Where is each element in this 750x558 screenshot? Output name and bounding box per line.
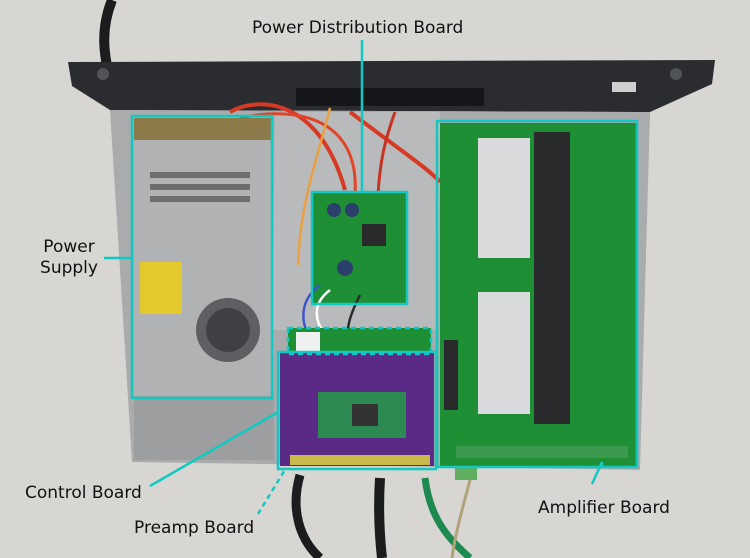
psu-warning-sticker — [140, 262, 182, 314]
processor-chip — [352, 404, 378, 426]
amplifier-outline — [435, 119, 639, 469]
control-leader — [149, 410, 279, 488]
rail-screw — [97, 68, 109, 80]
psu-vent — [150, 172, 250, 178]
chassis-rear-rail — [68, 60, 715, 112]
rear-connector-strip — [296, 88, 484, 106]
preamp-board-label: Preamp Board — [134, 518, 255, 538]
red-wire — [229, 102, 347, 191]
amplifier-board-label: Amplifier Board — [538, 498, 670, 518]
hdmi-cable — [374, 477, 387, 558]
capacitor — [337, 260, 353, 276]
amplifier-terminal-strip — [456, 446, 628, 458]
amplifier-connector — [444, 340, 458, 410]
control-outline — [276, 350, 438, 471]
power-supply-label-line1: Power — [43, 237, 95, 257]
psu-terminal-block — [134, 118, 272, 140]
capacitor — [327, 203, 341, 217]
control-pin-header — [290, 455, 430, 465]
psu-vent — [150, 184, 250, 190]
red-wire — [239, 112, 357, 196]
control-board-label: Control Board — [25, 483, 142, 503]
power-distribution-board-label: Power Distribution Board — [252, 18, 464, 38]
psu-fan-hub — [206, 308, 250, 352]
tray-lower-left — [134, 396, 274, 460]
power-supply-label-line2: Supply — [40, 258, 98, 278]
power-distribution-pcb — [313, 193, 406, 303]
mosfet-column — [534, 132, 570, 424]
speaker-plug — [455, 466, 477, 480]
speaker-wire — [450, 479, 472, 558]
power-supply-label: Power Supply — [34, 237, 104, 279]
inductor — [362, 224, 386, 246]
callout-layer — [104, 40, 639, 515]
preamp-outline — [286, 326, 433, 356]
power-supply-body — [134, 118, 272, 396]
heatsink-bottom — [478, 292, 530, 414]
red-wire — [376, 111, 397, 196]
orange-wire — [296, 107, 332, 266]
usb-cable — [291, 473, 324, 558]
rear-label — [612, 82, 636, 92]
power-distribution-outline — [310, 190, 409, 306]
ethernet-cable — [421, 477, 473, 558]
molex-connector — [296, 332, 320, 352]
capacitor — [345, 203, 359, 217]
heatsink-top — [478, 138, 530, 258]
amplifier-leader — [590, 461, 604, 485]
rail-screw — [670, 68, 682, 80]
psu-vent — [150, 196, 250, 202]
